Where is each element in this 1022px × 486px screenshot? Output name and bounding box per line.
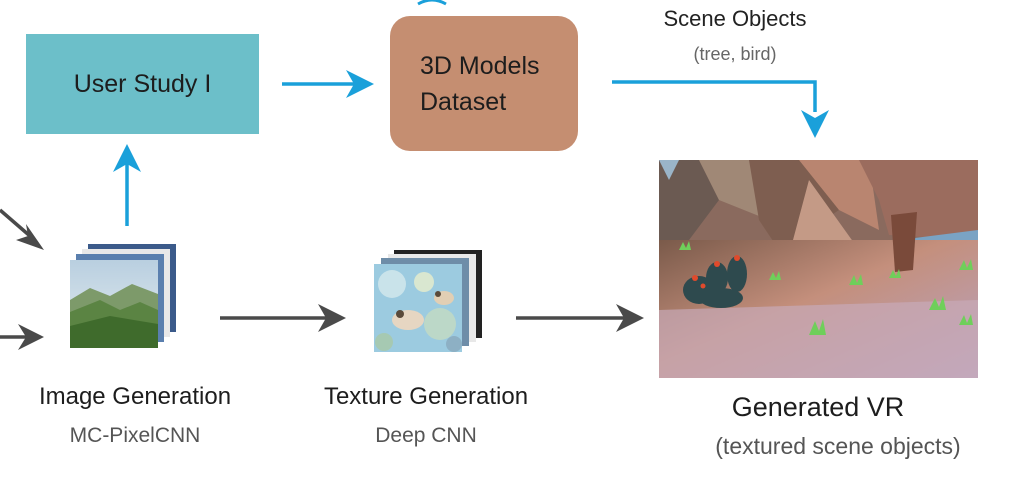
image-generation-subtitle: MC-PixelCNN (69, 424, 201, 447)
generated-images-stack (70, 244, 185, 354)
generated-vr-title: Generated VR (731, 392, 905, 422)
texture-generation-subtitle: Deep CNN (375, 424, 477, 447)
models-dataset-box: 3D Models Dataset (390, 16, 578, 151)
scene-objects-title: Scene Objects (663, 6, 807, 31)
models-dataset-line2: Dataset (420, 87, 507, 116)
scene-objects-subtitle: (tree, bird) (693, 44, 777, 64)
user-study-box: User Study I (26, 34, 259, 134)
texture-generation-title: Texture Generation (323, 383, 529, 410)
user-study-label: User Study I (73, 69, 212, 98)
models-dataset-line1: 3D Models (420, 51, 540, 80)
generated-textures-stack (374, 250, 489, 358)
landscape-image (70, 260, 158, 348)
texture-image (374, 264, 462, 352)
generated-vr-scene (659, 160, 978, 378)
generated-vr-subtitle: (textured scene objects) (715, 433, 961, 459)
image-generation-title: Image Generation (38, 383, 232, 410)
